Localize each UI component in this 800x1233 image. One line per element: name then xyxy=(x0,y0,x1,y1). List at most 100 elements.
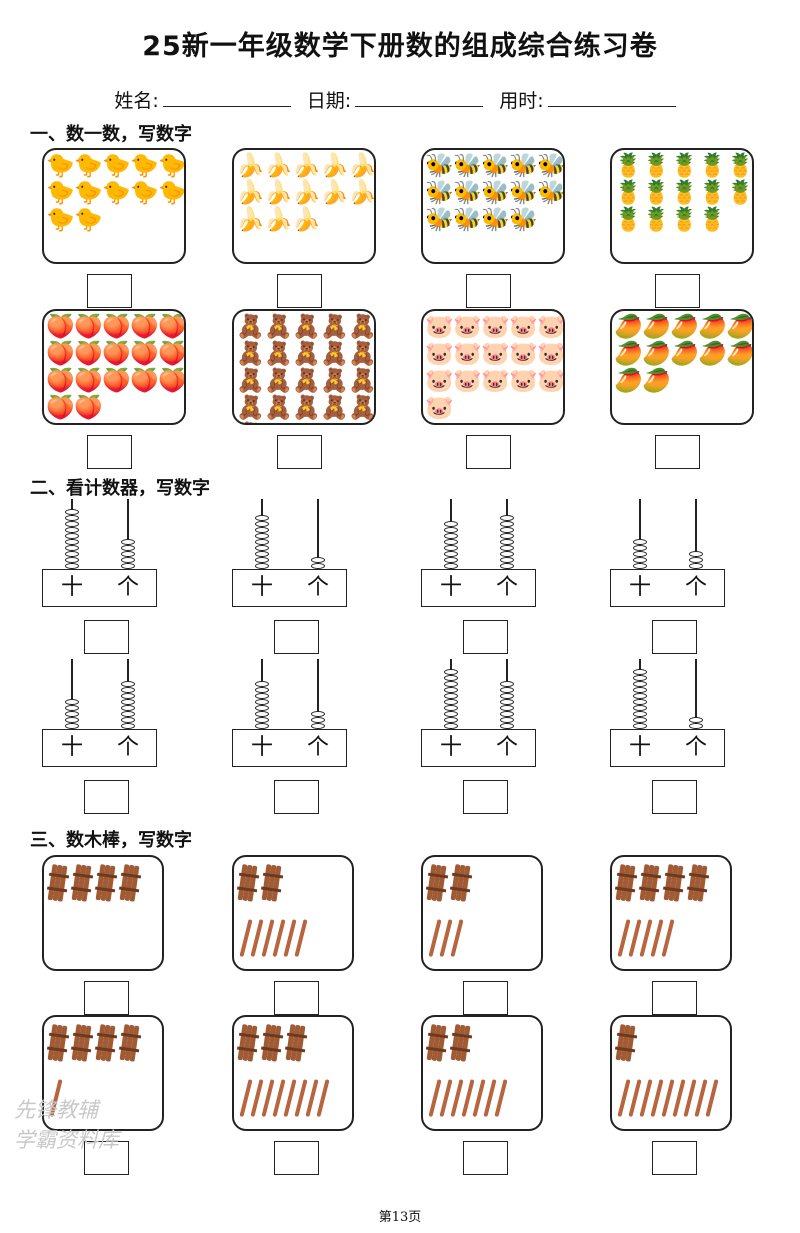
item-icon: 🐝 xyxy=(453,153,482,179)
bead xyxy=(64,711,79,717)
bead xyxy=(632,557,647,563)
bead xyxy=(254,687,269,693)
bead xyxy=(64,509,79,515)
answer-box[interactable] xyxy=(277,435,322,469)
stick-bundle xyxy=(425,1024,449,1062)
stick-bundle xyxy=(686,864,710,902)
bead xyxy=(443,711,458,717)
name-label: 姓名: xyxy=(114,90,159,112)
answer-box[interactable] xyxy=(274,780,319,814)
item-icon: 🧸 xyxy=(348,314,376,340)
ones-label: 个 xyxy=(684,735,707,760)
answer-box[interactable] xyxy=(87,435,132,469)
item-icon: 🍍 xyxy=(642,153,671,179)
tens-rod xyxy=(71,659,73,729)
item-icon: 🐤 xyxy=(102,180,131,206)
bead xyxy=(254,693,269,699)
answer-box[interactable] xyxy=(274,981,319,1015)
item-icon: 🍍 xyxy=(614,180,643,206)
bead xyxy=(499,527,514,533)
picture-frame: 🥭🥭🥭🥭🥭🥭🥭🥭🥭🥭🥭🥭 xyxy=(610,309,754,425)
bead xyxy=(632,551,647,557)
bead xyxy=(310,717,325,723)
bead xyxy=(443,557,458,563)
single-stick xyxy=(283,1079,297,1117)
answer-box[interactable] xyxy=(652,620,697,654)
answer-box[interactable] xyxy=(274,620,319,654)
item-icon: 🐝 xyxy=(481,207,510,233)
bead xyxy=(499,681,514,687)
time-blank[interactable] xyxy=(547,90,676,107)
answer-box[interactable] xyxy=(84,981,129,1015)
sticks-frame xyxy=(232,855,354,971)
answer-box[interactable] xyxy=(84,780,129,814)
abacus: 十个 xyxy=(421,497,536,607)
stick-bundle xyxy=(94,1024,118,1062)
bead xyxy=(443,545,458,551)
bead xyxy=(120,723,135,729)
bead xyxy=(254,557,269,563)
answer-box[interactable] xyxy=(87,274,132,308)
answer-box[interactable] xyxy=(466,274,511,308)
item-icon: 🐷 xyxy=(453,314,482,340)
stick-bundle xyxy=(662,864,686,902)
stick-bundle xyxy=(284,1024,308,1062)
bead xyxy=(443,723,458,729)
time-label: 用时: xyxy=(499,90,544,112)
answer-box[interactable] xyxy=(463,620,508,654)
item-icon: 🧸 xyxy=(348,368,376,394)
single-stick xyxy=(694,1079,708,1117)
item-icon: 🧸 xyxy=(320,314,349,340)
single-stick xyxy=(628,1079,642,1117)
item-icon: 🍌 xyxy=(264,153,293,179)
bead xyxy=(632,711,647,717)
item-icon: 🥭 xyxy=(670,341,699,367)
ones-rod xyxy=(317,659,319,729)
answer-box[interactable] xyxy=(463,780,508,814)
single-stick xyxy=(261,919,275,957)
item-icon: 🥭 xyxy=(614,314,643,340)
item-icon: 🐝 xyxy=(509,153,538,179)
item-icon: 🐝 xyxy=(425,207,454,233)
date-blank[interactable] xyxy=(355,90,484,107)
watermark-line-2: 学霸资料库 xyxy=(14,1128,119,1152)
item-icon: 🐤 xyxy=(46,153,75,179)
answer-box[interactable] xyxy=(463,1141,508,1175)
answer-box[interactable] xyxy=(463,981,508,1015)
bead xyxy=(632,539,647,545)
bead xyxy=(443,551,458,557)
bead xyxy=(310,723,325,729)
stick-bundle xyxy=(236,864,260,902)
bead xyxy=(688,563,703,569)
answer-box[interactable] xyxy=(652,1141,697,1175)
answer-box[interactable] xyxy=(84,620,129,654)
item-icon: 🍑 xyxy=(130,341,159,367)
answer-box[interactable] xyxy=(655,274,700,308)
name-blank[interactable] xyxy=(162,90,291,107)
answer-box[interactable] xyxy=(652,981,697,1015)
bead xyxy=(443,675,458,681)
answer-box[interactable] xyxy=(84,1141,129,1175)
item-icon: 🥭 xyxy=(670,314,699,340)
answer-box[interactable] xyxy=(277,274,322,308)
item-icon: 🍍 xyxy=(698,180,727,206)
item-icon: 🍑 xyxy=(130,314,159,340)
item-icon: 🍍 xyxy=(698,153,727,179)
picture-frame: 🍑🍑🍑🍑🍑🍑🍑🍑🍑🍑🍑🍑🍑🍑🍑🍑🍑 xyxy=(42,309,186,425)
answer-box[interactable] xyxy=(274,1141,319,1175)
item-icon: 🐝 xyxy=(481,153,510,179)
tens-label: 十 xyxy=(250,735,273,760)
ones-rod xyxy=(695,659,697,729)
bead xyxy=(632,705,647,711)
answer-box[interactable] xyxy=(466,435,511,469)
answer-box[interactable] xyxy=(652,780,697,814)
watermark: 先锋教辅 学霸资料库 xyxy=(14,1095,119,1155)
bead xyxy=(499,515,514,521)
answer-box[interactable] xyxy=(655,435,700,469)
bead xyxy=(632,545,647,551)
item-icon: 🐷 xyxy=(481,314,510,340)
bead xyxy=(688,723,703,729)
bead xyxy=(120,705,135,711)
item-icon: 🧸 xyxy=(292,314,321,340)
single-stick xyxy=(239,919,253,957)
